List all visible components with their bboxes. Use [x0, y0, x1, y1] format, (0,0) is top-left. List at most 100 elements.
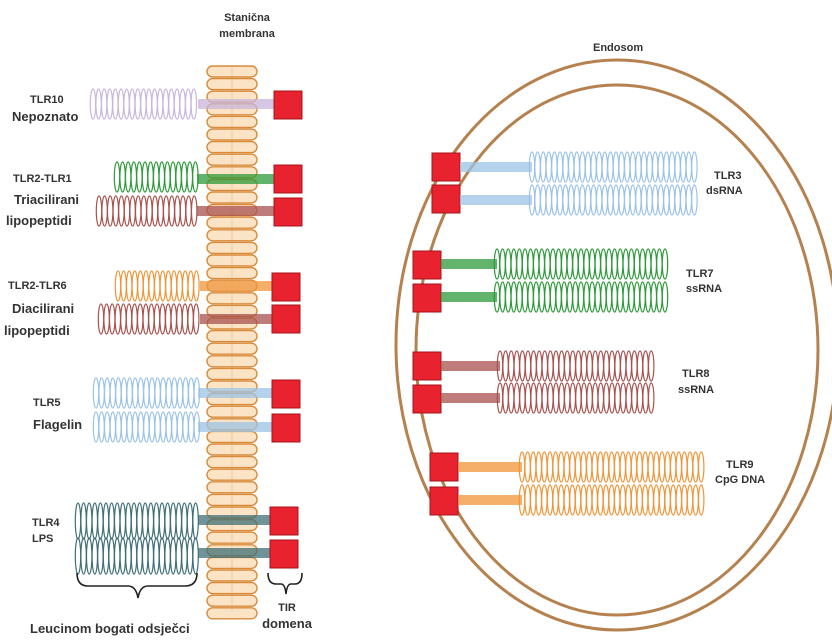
lrr-loop [614, 382, 621, 414]
lrr-loop [608, 484, 615, 516]
lrr-loop [98, 411, 105, 443]
lrr-loop [145, 88, 153, 120]
lrr-loop [629, 184, 637, 216]
lrr-loop [619, 382, 627, 414]
lrr-loop [85, 537, 93, 575]
lrr-loop [583, 248, 590, 280]
lrr-loop [74, 502, 82, 540]
lrr-loop [109, 411, 117, 443]
lrr-loop [573, 151, 581, 183]
lrr-loop [697, 484, 705, 516]
lrr-loop [600, 281, 607, 313]
tlr9a-ectodomain [518, 451, 705, 483]
lrr-loop [607, 184, 614, 216]
lrr-loop [165, 377, 173, 409]
lrr-loop [594, 281, 602, 313]
lrr-loop [97, 502, 104, 540]
lrr-loop [114, 303, 122, 335]
lrr-loop [171, 377, 178, 409]
tlr2-tlr6-ligand-line2: lipopeptidi [4, 323, 70, 338]
lrr-loop [125, 303, 133, 335]
lrr-loop [640, 151, 648, 183]
lrr-loop [181, 270, 189, 302]
lrr-loop [633, 248, 641, 280]
lrr-loop [579, 151, 586, 183]
tlr4b-ectodomain [74, 537, 199, 575]
lrr-loop [519, 350, 526, 382]
lrr-loop [187, 303, 194, 335]
lrr-loop [507, 350, 515, 382]
tlr10-stalk [198, 99, 274, 109]
lrr-loop [140, 195, 148, 227]
lrr-loop [513, 382, 521, 414]
lrr-loop [169, 161, 177, 193]
lrr-brace [76, 572, 198, 599]
tlr3b-stalk [460, 195, 532, 205]
lrr-loop [623, 151, 631, 183]
lrr-loop [131, 270, 139, 302]
lrr-loop [653, 484, 660, 516]
endosome-outer-ring [394, 58, 832, 632]
lrr-loop [612, 151, 620, 183]
lrr-loop [98, 377, 105, 409]
lrr-loop [641, 451, 649, 483]
lrr-loop [143, 411, 150, 443]
tlr2-ectodomain [95, 195, 198, 227]
lrr-loop [697, 451, 705, 483]
tlr10-name: TLR10 [30, 94, 64, 106]
lrr-loop [583, 281, 590, 313]
tlr8a-ectodomain [496, 350, 655, 382]
lrr-loop [164, 161, 171, 193]
lrr-loop [153, 303, 161, 335]
tlr10-tir-domain [273, 90, 303, 120]
tlr8a-stalk [441, 361, 500, 371]
lrr-loop [109, 377, 117, 409]
lrr-loop [502, 350, 509, 382]
lrr-loop [534, 151, 541, 183]
lrr-loop [130, 537, 138, 575]
tlr9-ligand: CpG DNA [715, 474, 766, 486]
lrr-loop [669, 451, 677, 483]
lrr-loop [646, 151, 653, 183]
lrr-loop [560, 281, 568, 313]
lrr-loop [151, 88, 158, 120]
tlr2-tlr1-ligand-line2: lipopeptidi [6, 213, 72, 228]
lrr-loop [608, 382, 616, 414]
lrr-loop [597, 382, 605, 414]
lrr-loop [663, 184, 670, 216]
lrr-loop [114, 270, 122, 302]
lrr-loop [85, 502, 93, 540]
tlr8-ligand: ssRNA [678, 384, 715, 396]
lrr-loop [165, 411, 173, 443]
lrr-loop [179, 88, 186, 120]
lrr-loop [108, 537, 115, 575]
lrr-loop [106, 88, 114, 120]
lrr-loop [597, 451, 604, 483]
lrr-loop [584, 151, 592, 183]
lrr-loop [658, 451, 666, 483]
lrr-loop [541, 484, 548, 516]
lrr-loop [530, 382, 537, 414]
lrr-label: Leucinom bogati odsječci [30, 621, 190, 636]
tlr9a-stalk [458, 462, 522, 472]
lrr-loop [106, 195, 114, 227]
lrr-loop [628, 281, 635, 313]
lrr-loop [524, 451, 531, 483]
lrr-loop [686, 451, 694, 483]
lrr-loop [129, 195, 136, 227]
lrr-loop [186, 502, 194, 540]
lrr-loop [549, 248, 557, 280]
lrr-loop [120, 377, 128, 409]
tlr5a-stalk [198, 388, 272, 398]
lrr-loop [669, 484, 677, 516]
lrr-loop [190, 195, 198, 227]
lrr-loop [141, 537, 149, 575]
lrr-loop [566, 281, 574, 313]
tlr4a-tir-domain [269, 506, 299, 536]
lrr-loop [102, 537, 110, 575]
tir-label-line1: TIR [278, 602, 296, 614]
lrr-loop [74, 537, 82, 575]
lrr-loop [115, 377, 122, 409]
lrr-loop [574, 451, 582, 483]
lrr-loop [584, 184, 592, 216]
